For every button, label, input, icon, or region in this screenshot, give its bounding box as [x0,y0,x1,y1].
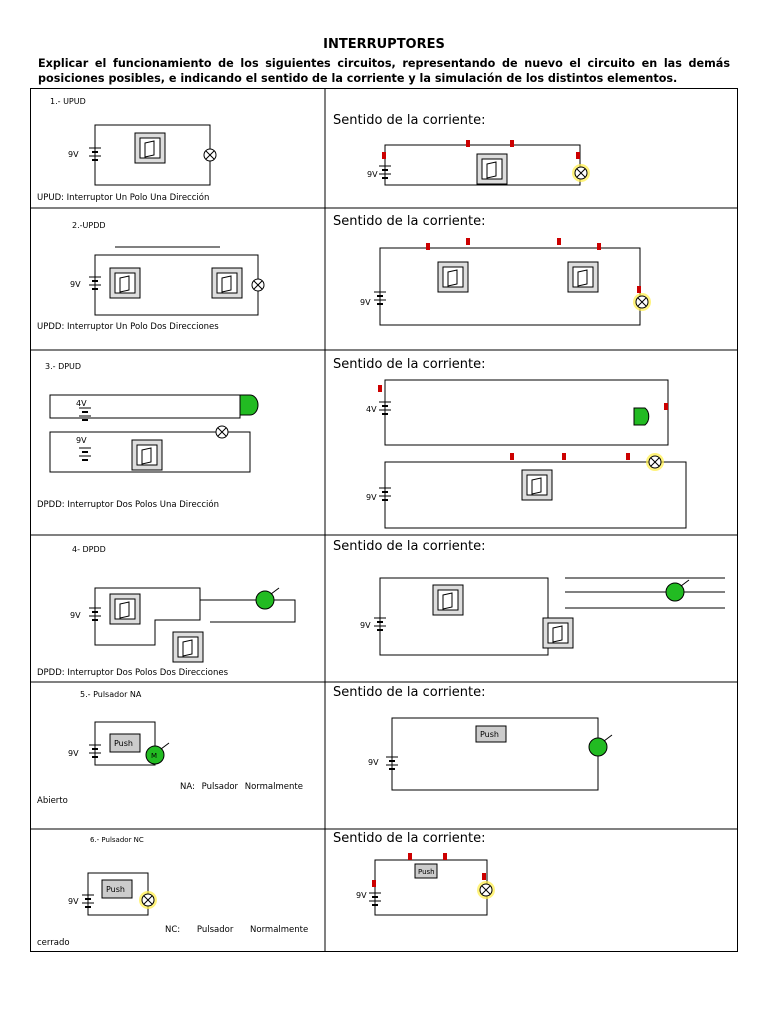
voltage-label: 9V [70,280,81,289]
voltage-label: 9V [368,758,379,767]
voltage-label: 9V [360,621,371,630]
row5-caption-b: Abierto [37,796,68,806]
row2-caption: UPDD: Interruptor Un Polo Dos Direccione… [37,322,219,332]
voltage-label: 9V [76,436,87,445]
row3-caption: DPDD: Interruptor Dos Polos Una Direcció… [37,500,219,510]
row6-label: 6.- Pulsador NC [90,836,144,844]
voltage-label: 4V [366,405,377,414]
voltage-label: 4V [76,399,87,408]
row5-sentido: Sentido de la corriente: [333,685,486,700]
voltage-label: 9V [356,891,367,900]
voltage-label: 9V [68,897,79,906]
voltage-label: 9V [367,170,378,179]
row2-sentido: Sentido de la corriente: [333,214,486,229]
motor-label: M [151,752,157,760]
row6-sentido: Sentido de la corriente: [333,831,486,846]
row4-sentido: Sentido de la corriente: [333,539,486,554]
exercise-table [30,88,738,952]
row4-caption: DPDD: Interruptor Dos Polos Dos Direccio… [37,668,229,678]
row5-caption-a: NA: Pulsador Normalmente [180,782,303,792]
row1-label: 1.- UPUD [50,97,86,106]
row2-label: 2.-UPDD [72,221,106,230]
intro-line-1: Explicar el funcionamiento de los siguie… [38,57,730,70]
push-label: Push [114,739,133,748]
row6-caption-a: NC: Pulsador Normalmente [165,925,309,935]
voltage-label: 9V [68,150,79,159]
push-label: Push [106,885,125,894]
push-label: Push [418,868,435,876]
intro-line-2: posiciones posibles, e indicando el sent… [38,72,678,85]
voltage-label: 9V [360,298,371,307]
row3-label: 3.- DPUD [45,362,82,371]
row1-caption: UPUD: Interruptor Un Polo Una Dirección [37,193,210,203]
voltage-label: 9V [366,493,377,502]
row5-label: 5.- Pulsador NA [80,690,142,699]
row3-sentido: Sentido de la corriente: [333,357,486,372]
page-title: INTERRUPTORES [323,37,445,52]
row6-caption-b: cerrado [37,938,70,948]
row4-label: 4- DPDD [72,545,106,554]
voltage-label: 9V [68,749,79,758]
push-label: Push [480,730,499,739]
voltage-label: 9V [70,611,81,620]
row1-sentido: Sentido de la corriente: [333,113,486,128]
